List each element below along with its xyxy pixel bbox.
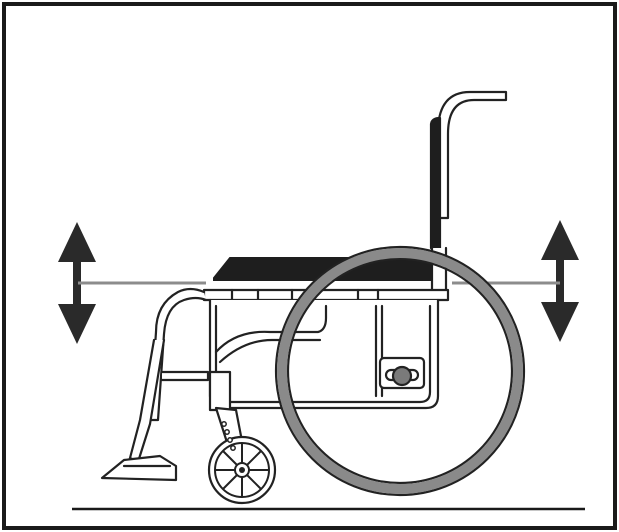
left-height-arrow-icon [58, 222, 96, 344]
fork-adjust-holes [221, 421, 236, 451]
push-handle [436, 90, 508, 300]
caster-wheel [207, 435, 277, 505]
right-height-arrow-icon [541, 220, 579, 342]
front-frame-tube [148, 287, 208, 422]
caster-housing [208, 370, 232, 412]
side-frame [208, 298, 440, 410]
footplate [100, 454, 178, 482]
axle-hub [391, 365, 413, 387]
seat-cushion [213, 257, 433, 281]
backrest [429, 116, 442, 250]
seat-rail [202, 288, 450, 302]
rear-wheel [274, 245, 526, 497]
